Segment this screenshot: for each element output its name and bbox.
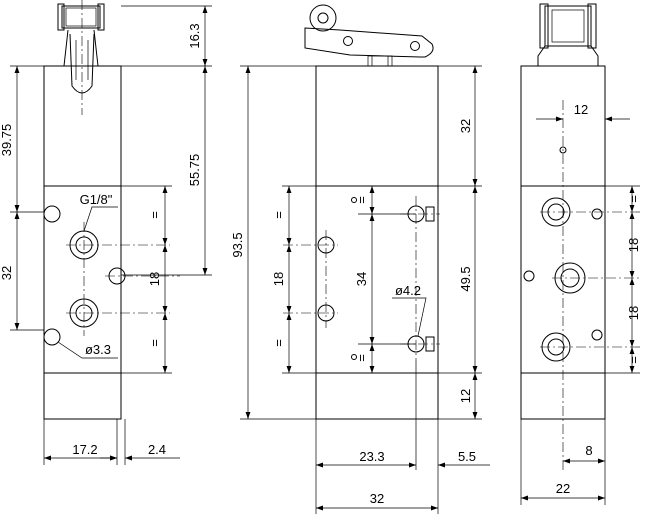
right-dim-top-offset: 12 bbox=[574, 102, 588, 117]
right-extension-lines bbox=[520, 66, 640, 505]
left-dim-width: 17.2 bbox=[72, 442, 97, 457]
left-mount-hole-bottom bbox=[43, 328, 61, 346]
right-dim-offset: 8 bbox=[585, 443, 592, 458]
middle-small-hole-top bbox=[351, 197, 357, 203]
middle-dim-overall: 93.5 bbox=[230, 232, 245, 257]
right-dim-pitch-b: 18 bbox=[626, 306, 641, 320]
middle-dim-mid: 49.5 bbox=[458, 266, 473, 291]
left-dim-port-span: 32 bbox=[0, 266, 14, 280]
left-hole-callout: ø3.3 bbox=[85, 342, 111, 357]
left-dim-equal-a: = bbox=[147, 211, 162, 219]
right-side-hole-top bbox=[591, 208, 603, 220]
right-dim-equal-b: = bbox=[626, 356, 641, 364]
middle-hole-leader bbox=[392, 297, 427, 337]
right-ports bbox=[523, 100, 640, 470]
left-dim-mid: 55.75 bbox=[187, 154, 202, 187]
middle-view: 93.5 32 49.5 12 = 18 = = 34 = ø4.2 23.3 … bbox=[230, 4, 490, 514]
right-side-hole-left bbox=[523, 270, 535, 282]
left-actuator bbox=[57, 0, 105, 115]
right-small-hole bbox=[559, 146, 567, 154]
left-extension-lines bbox=[10, 5, 212, 465]
left-port-callout: G1/8" bbox=[80, 192, 113, 207]
middle-dim-equal-d: = bbox=[354, 354, 369, 362]
middle-dim-equal-c: = bbox=[354, 196, 369, 204]
middle-dim-width: 32 bbox=[370, 491, 384, 506]
middle-actuator bbox=[304, 4, 434, 67]
left-hole-leader bbox=[57, 341, 118, 359]
middle-dim-bottom: 12 bbox=[458, 389, 473, 403]
left-view: 39.75 32 16.3 55.75 = 18 = 17.2 2.4 G1/8… bbox=[0, 0, 212, 465]
left-port-leader bbox=[83, 206, 118, 232]
right-dim-width: 22 bbox=[556, 481, 570, 496]
left-dim-equal-b: = bbox=[147, 339, 162, 347]
left-dim-upper: 39.75 bbox=[0, 124, 14, 157]
right-actuator bbox=[537, 3, 599, 66]
left-body bbox=[43, 65, 122, 420]
middle-body bbox=[315, 65, 439, 420]
middle-dim-hole-pitch: 34 bbox=[354, 272, 369, 286]
left-dim-pitch: 18 bbox=[147, 272, 162, 286]
left-dim-top: 16.3 bbox=[187, 23, 202, 48]
middle-dim-edge: 5.5 bbox=[458, 449, 476, 464]
right-dim-equal-a: = bbox=[626, 195, 641, 203]
middle-extension-lines bbox=[240, 65, 482, 514]
middle-dim-pitch: 18 bbox=[271, 272, 286, 286]
middle-small-hole-bottom bbox=[351, 354, 357, 360]
middle-dim-top: 32 bbox=[458, 119, 473, 133]
middle-dim-equal-a: = bbox=[271, 211, 286, 219]
right-view: 12 = 18 18 = 8 22 bbox=[520, 3, 641, 505]
middle-dim-offset: 23.3 bbox=[359, 449, 384, 464]
left-mount-hole-top bbox=[43, 205, 61, 223]
right-dim-pitch-a: 18 bbox=[626, 238, 641, 252]
left-dim-offset: 2.4 bbox=[148, 442, 166, 457]
left-ports bbox=[43, 205, 180, 346]
right-side-hole-bottom bbox=[591, 329, 603, 341]
middle-hole-callout: ø4.2 bbox=[395, 283, 421, 298]
middle-dim-equal-b: = bbox=[271, 339, 286, 347]
